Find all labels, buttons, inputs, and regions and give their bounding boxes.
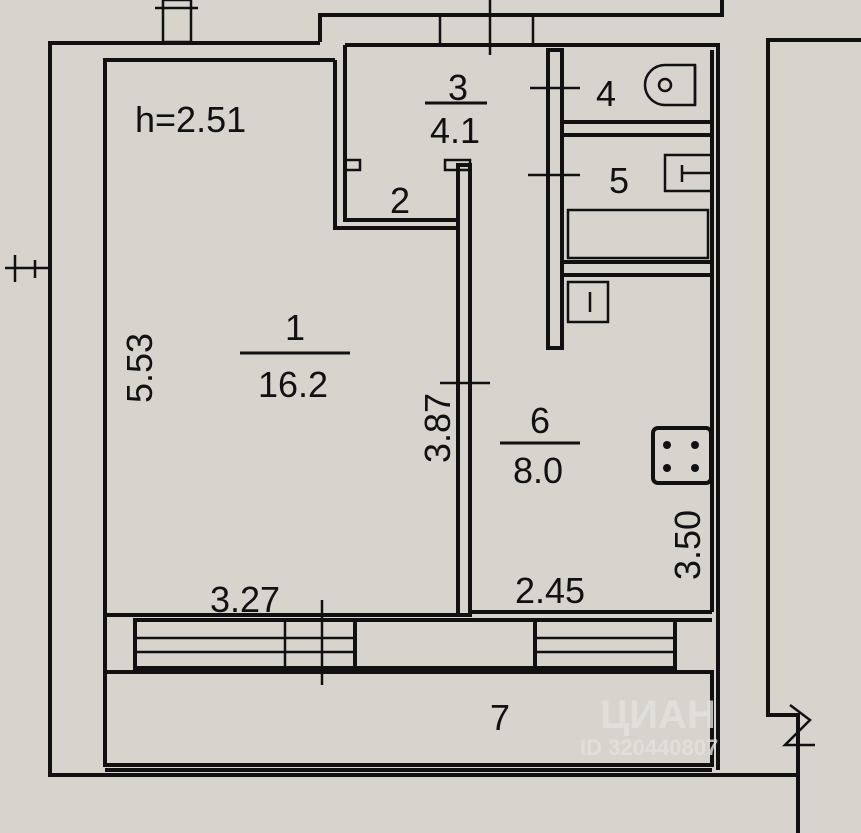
room-4-number: 4: [596, 73, 616, 114]
watermark: ЦИАН ID 320440807: [580, 693, 718, 760]
room-7-number: 7: [490, 697, 510, 738]
room-1-area: 16.2: [258, 364, 328, 405]
walls: [5, 0, 861, 833]
room-1-height-dimension: 5.53: [119, 333, 160, 403]
ceiling-height-label: h=2.51: [135, 99, 246, 140]
room-6-width-dimension: 2.45: [515, 570, 585, 611]
partition-dimension: 3.87: [417, 393, 458, 463]
room-3-number: 3: [448, 67, 468, 108]
room-6-area: 8.0: [513, 450, 563, 491]
watermark-brand: ЦИАН: [600, 693, 716, 737]
room-1-width-dimension: 3.27: [210, 579, 280, 620]
room-1-number: 1: [285, 307, 305, 348]
room-5-number: 5: [609, 160, 629, 201]
watermark-id: ID 320440807: [580, 735, 718, 760]
room-6-number: 6: [530, 400, 550, 441]
room-3-area: 4.1: [430, 110, 480, 151]
room-6-height-dimension: 3.50: [667, 510, 708, 580]
room-2-number: 2: [390, 180, 410, 221]
